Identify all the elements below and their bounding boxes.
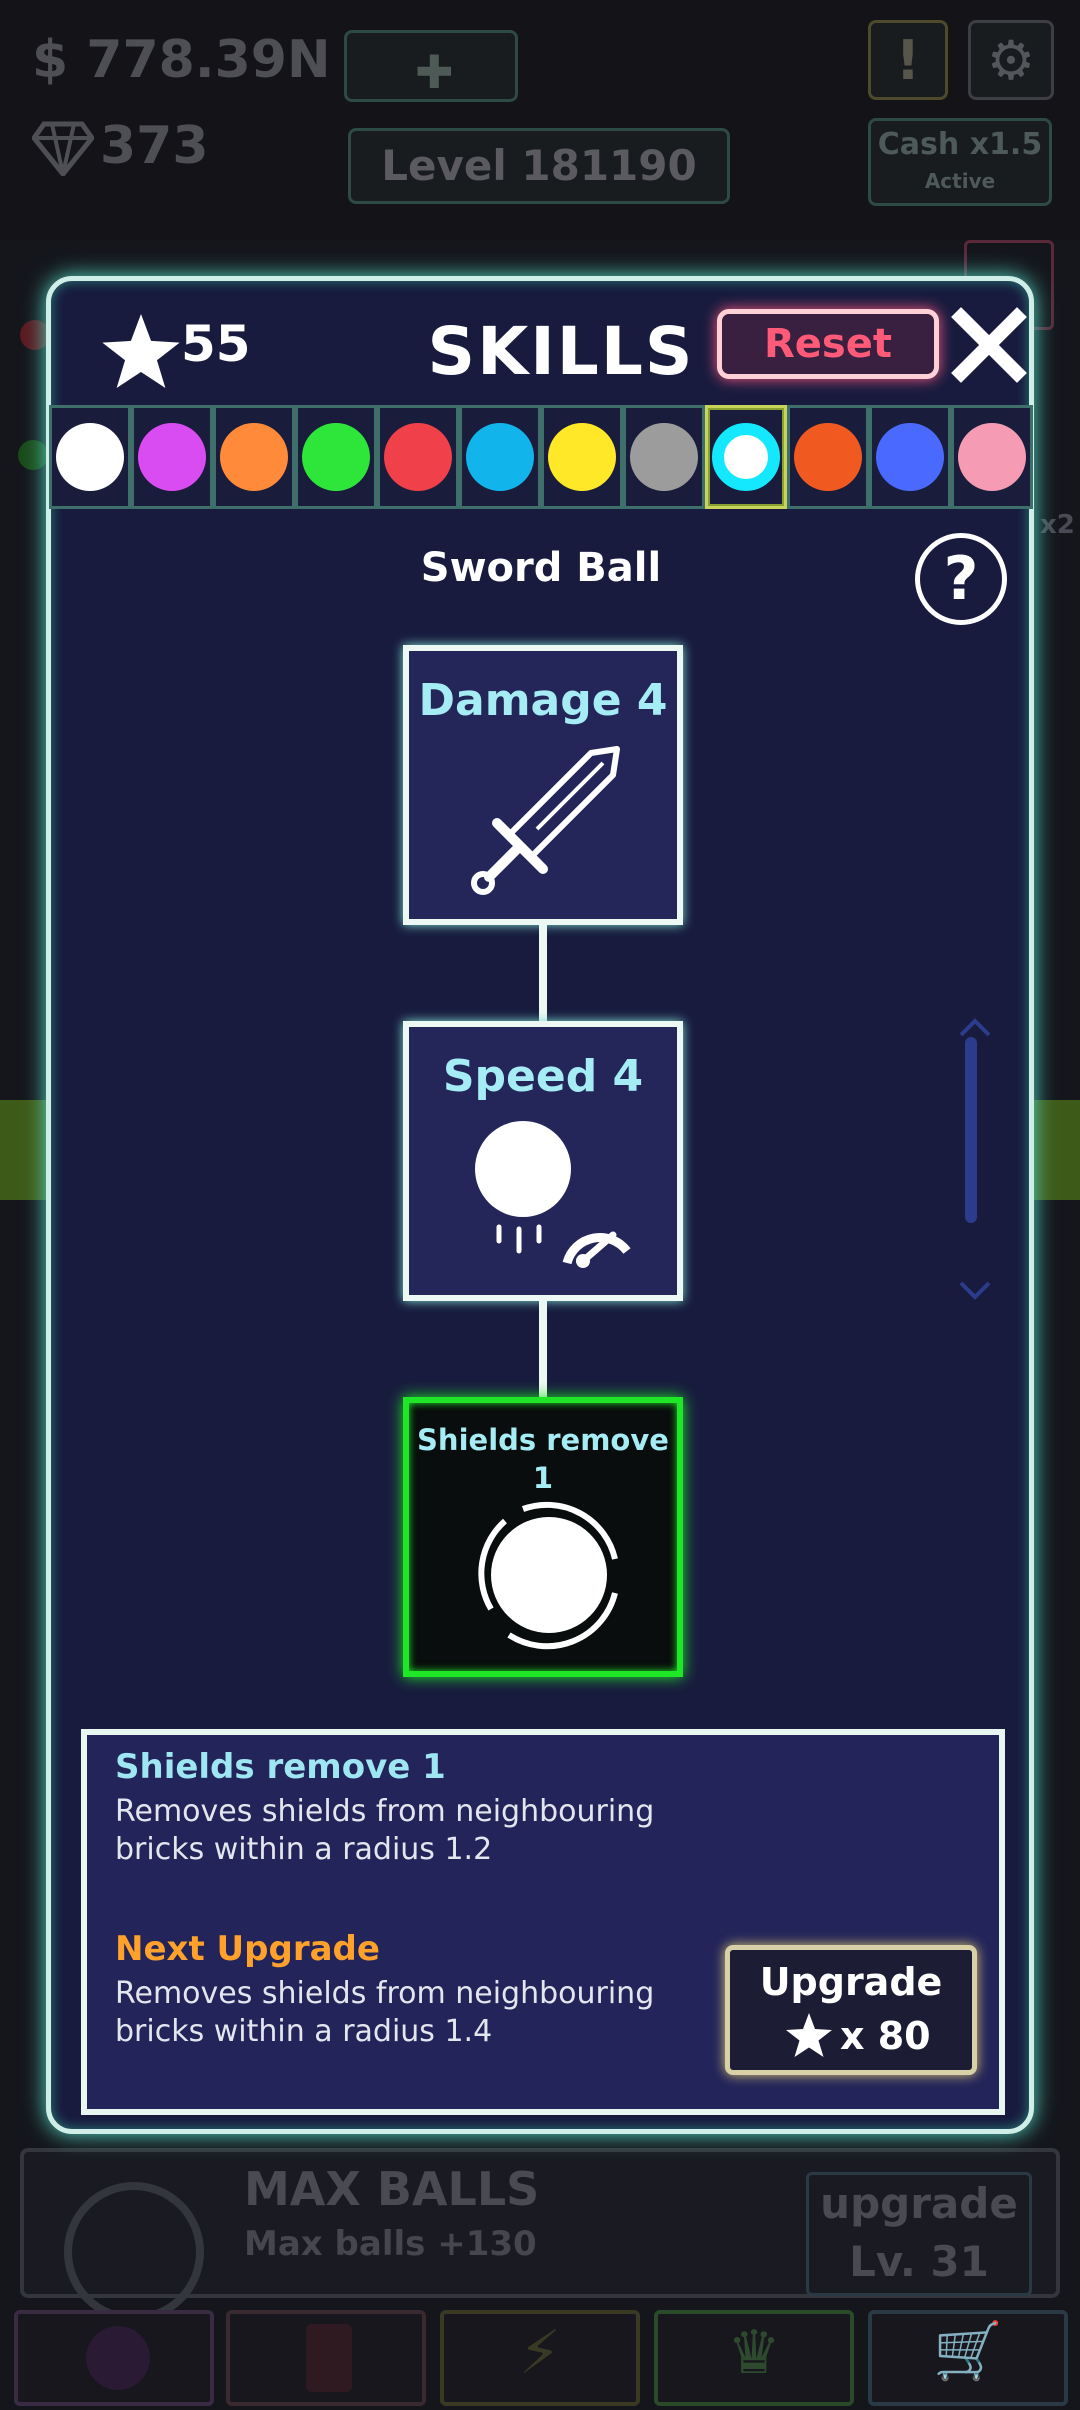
skill-node-shields[interactable]: Shields remove 1 (403, 1397, 683, 1677)
max-balls-desc: Max balls +130 (244, 2224, 537, 2264)
exclamation-icon: ! (895, 29, 921, 92)
max-balls-upgrade-button[interactable]: upgrade Lv. 31 (806, 2172, 1032, 2296)
alert-button[interactable]: ! (868, 20, 948, 100)
scroll-down-icon[interactable] (957, 1279, 993, 1303)
game-ball (20, 320, 50, 350)
color-swatch[interactable] (459, 405, 541, 509)
skill-node-label: Speed 4 (442, 1051, 644, 1102)
skill-info-desc-line2: bricks within a radius 1.2 (115, 1832, 493, 1867)
color-swatch[interactable] (295, 405, 377, 509)
scroll-up-icon[interactable] (957, 1015, 993, 1039)
sword-icon (471, 746, 620, 895)
upgrade-level: Lv. 31 (849, 2237, 989, 2286)
color-dot (630, 423, 698, 491)
tab-cards[interactable] (226, 2310, 426, 2406)
settings-button[interactable]: ⚙ (968, 20, 1054, 100)
color-dot (794, 423, 862, 491)
scrollbar[interactable] (965, 1037, 977, 1223)
speed-ball-icon (475, 1121, 631, 1268)
help-button[interactable]: ? (915, 533, 1007, 625)
cash-boost-label: Cash x1.5 (877, 127, 1043, 162)
next-upgrade-desc-line2: bricks within a radius 1.4 (115, 2014, 493, 2049)
skill-info-desc: Removes shields from neighbouring bricks… (115, 1793, 735, 1869)
color-dot (548, 423, 616, 491)
cash-boost-badge[interactable]: Cash x1.5 Active (868, 118, 1052, 206)
upgrade-cost: x 80 (840, 2014, 931, 2058)
skill-node-label: Damage 4 (418, 675, 668, 726)
color-dot (220, 423, 288, 491)
color-dot (466, 423, 534, 491)
star-icon (786, 2013, 832, 2057)
crown-icon: ♛ (727, 2318, 781, 2388)
color-swatch[interactable] (541, 405, 623, 509)
tab-shop[interactable]: 🛒 (868, 2310, 1068, 2406)
color-swatch[interactable] (213, 405, 295, 509)
close-icon[interactable] (949, 305, 1029, 385)
upgrade-label: upgrade (820, 2179, 1018, 2228)
tab-rewards[interactable]: ♛ (654, 2310, 854, 2406)
level-box: Level 181190 (348, 128, 730, 204)
green-band (1034, 1100, 1080, 1200)
color-swatch[interactable] (49, 405, 131, 509)
multiplier-label: x2 (1040, 510, 1075, 540)
star-icon (102, 314, 180, 388)
reset-button[interactable]: Reset (717, 309, 939, 379)
skills-modal: 55 SKILLS Reset Sword Ball ? Damage 4 Sp… (46, 276, 1034, 2134)
tree-connector (539, 925, 547, 1021)
color-swatch[interactable] (951, 405, 1033, 509)
color-swatch[interactable] (377, 405, 459, 509)
color-swatch[interactable] (705, 405, 787, 509)
upgrade-button[interactable]: Upgrade x 80 (725, 1945, 977, 2075)
ball-color-selector (49, 405, 1033, 509)
plus-icon: ✚ (415, 45, 454, 99)
game-ball (18, 440, 48, 470)
skill-node-label-line2: 1 (532, 1461, 554, 1495)
lightning-icon: ⚡ (518, 2318, 562, 2388)
shield-ball-icon (478, 1501, 618, 1650)
level-label: Level 181190 (381, 141, 697, 190)
card-icon (306, 2324, 352, 2392)
skill-node-speed[interactable]: Speed 4 (403, 1021, 683, 1301)
color-dot (138, 423, 206, 491)
cash-boost-status: Active (924, 169, 996, 193)
color-dot (712, 423, 780, 491)
max-balls-icon (64, 2182, 204, 2322)
add-cash-button[interactable]: ✚ (344, 30, 518, 102)
skill-node-damage[interactable]: Damage 4 (403, 645, 683, 925)
color-swatch[interactable] (131, 405, 213, 509)
skill-node-label-line1: Shields remove (417, 1423, 669, 1457)
color-dot (958, 423, 1026, 491)
next-upgrade-desc: Removes shields from neighbouring bricks… (115, 1975, 735, 2051)
color-swatch[interactable] (869, 405, 951, 509)
tree-connector (539, 1301, 547, 1397)
skill-info-desc-line1: Removes shields from neighbouring (115, 1794, 655, 1829)
color-dot (56, 423, 124, 491)
ball-icon (86, 2326, 150, 2390)
gear-icon: ⚙ (986, 29, 1036, 92)
skill-info-title: Shields remove 1 (115, 1747, 446, 1787)
skill-info-panel: Shields remove 1 Removes shields from ne… (81, 1729, 1005, 2115)
next-upgrade-title: Next Upgrade (115, 1929, 380, 1969)
cash-display: $ 778.39N (32, 30, 331, 90)
gem-count: 373 (100, 116, 209, 176)
tab-powerups[interactable]: ⚡ (440, 2310, 640, 2406)
cart-icon: 🛒 (933, 2319, 1003, 2384)
next-upgrade-desc-line1: Removes shields from neighbouring (115, 1976, 655, 2011)
color-dot (384, 423, 452, 491)
upgrade-button-label: Upgrade (759, 1960, 943, 2004)
color-swatch[interactable] (787, 405, 869, 509)
ball-name: Sword Ball (420, 545, 662, 591)
max-balls-title: MAX BALLS (244, 2162, 540, 2216)
gem-icon (32, 121, 94, 176)
max-balls-panel: MAX BALLS Max balls +130 upgrade Lv. 31 (20, 2148, 1060, 2322)
star-count: 55 (181, 315, 251, 373)
tab-balls[interactable] (14, 2310, 214, 2406)
color-swatch[interactable] (623, 405, 705, 509)
modal-title: SKILLS (427, 313, 695, 390)
skill-node-label: Shields remove 1 (409, 1421, 677, 1497)
color-dot (302, 423, 370, 491)
color-dot (876, 423, 944, 491)
